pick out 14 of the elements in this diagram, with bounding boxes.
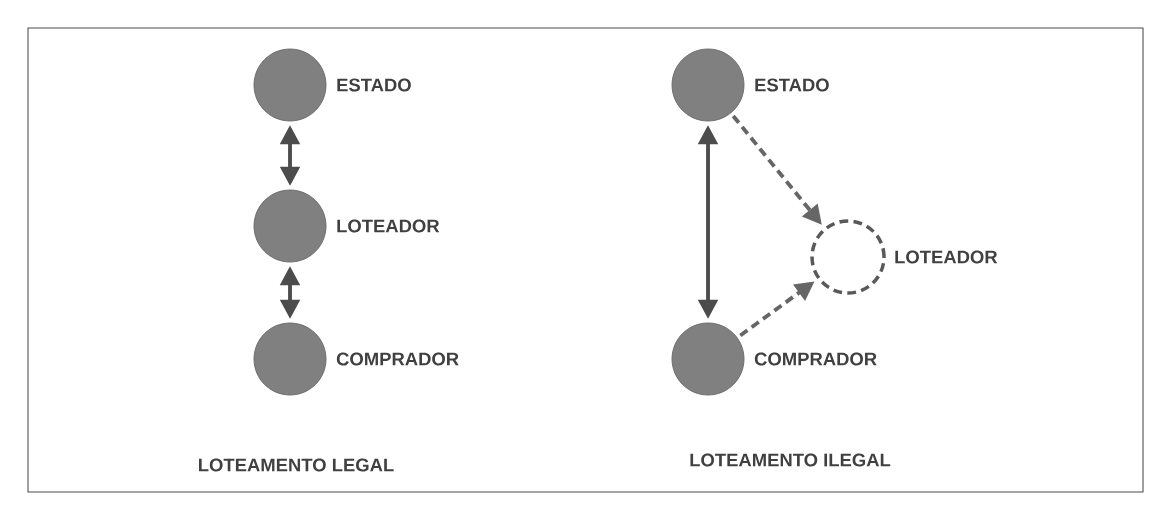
circle-node (253, 189, 327, 263)
caption: LOTEAMENTO ILEGAL (690, 453, 891, 467)
node-label: ESTADO (755, 78, 829, 92)
node-label: ESTADO (337, 78, 411, 92)
caption: LOTEAMENTO LEGAL (199, 458, 394, 472)
node-label: LOTEADOR (895, 250, 998, 264)
circle-node (253, 322, 327, 396)
circle-node (671, 48, 745, 122)
node-label: COMPRADOR (754, 352, 877, 366)
circle-node (810, 219, 886, 295)
node-label: LOTEADOR (337, 219, 440, 233)
node-label: COMPRADOR (336, 352, 459, 366)
circle-node (253, 48, 327, 122)
circle-node (671, 322, 745, 396)
